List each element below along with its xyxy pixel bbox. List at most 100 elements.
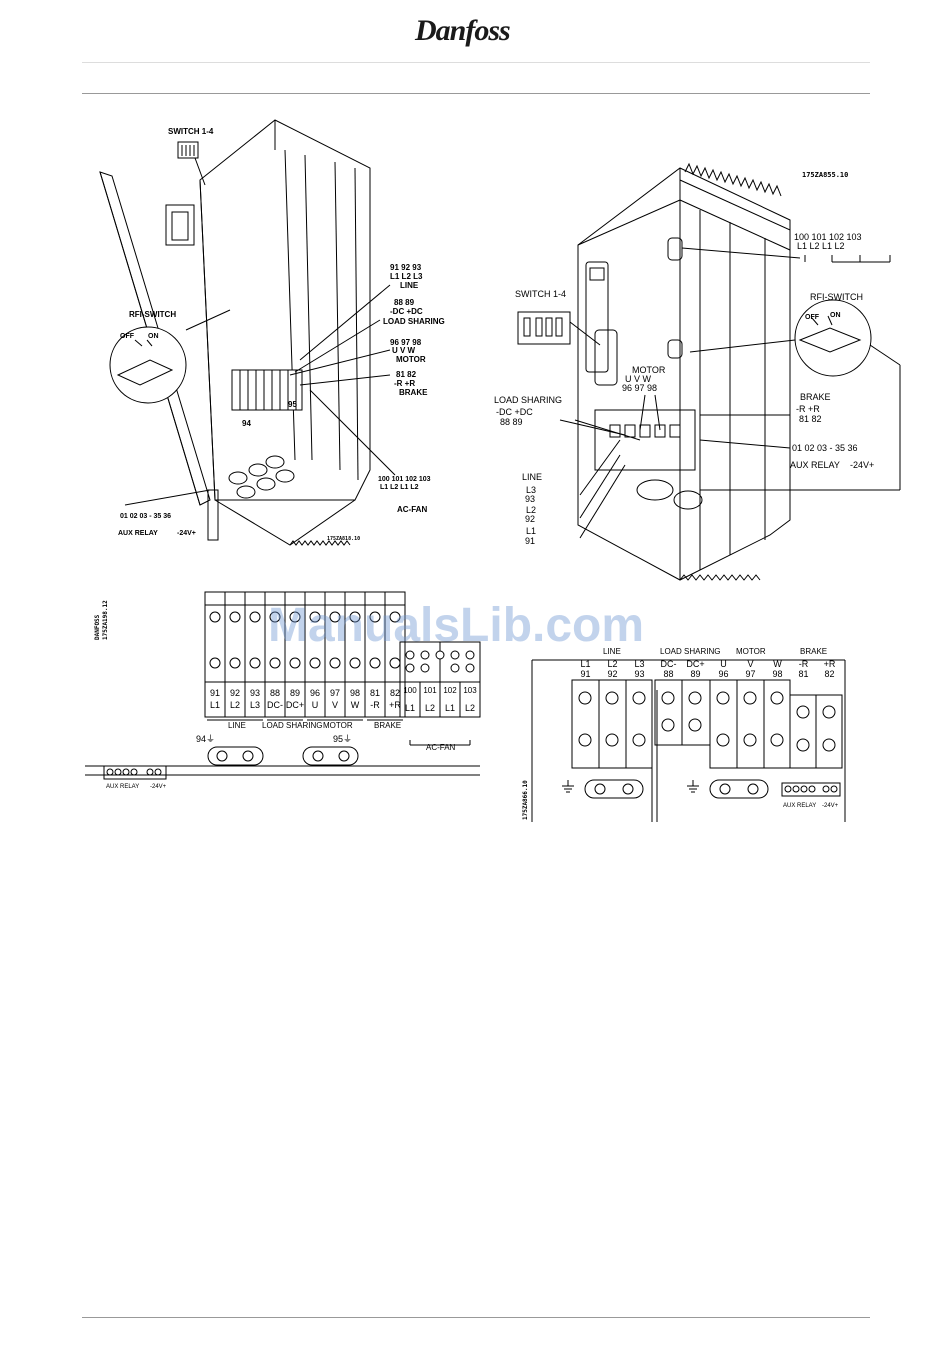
right-on-label: ON — [830, 312, 841, 319]
right-switch-label: SWITCH 1-4 — [515, 289, 567, 299]
right-grp-ls: LOAD SHARING — [660, 647, 721, 656]
right-terminal-diagram — [531, 659, 846, 822]
left-rfi-label: RFI-SWITCH — [129, 310, 177, 319]
left-term-code2: 175ZA198.12 — [102, 600, 109, 640]
left-on-label: ON — [148, 333, 159, 340]
right-fan-phases: L1 L2 L1 L2 — [797, 241, 845, 251]
right-l3-label: L3 — [526, 485, 537, 495]
left-terminal-phase: DC+ — [285, 700, 305, 710]
left-24v-label: -24V+ — [177, 530, 196, 537]
left-grp-motor: MOTOR — [323, 721, 353, 730]
right-aux-relay: AUX RELAY — [783, 803, 817, 809]
left-fan-terminal-number: 102 — [443, 686, 457, 695]
right-93-label: 93 — [525, 494, 536, 504]
left-gnd94-label: 94 — [242, 419, 251, 428]
right-motor-uvw: U V W — [625, 374, 651, 384]
left-ls-label: LOAD SHARING — [383, 317, 445, 326]
right-off-label: OFF — [805, 314, 819, 321]
left-gnd95-label: 95 — [288, 400, 297, 409]
right-terminal-number: 82 — [824, 669, 835, 679]
left-terminal-phase: W — [350, 700, 360, 710]
left-24v: -24V+ — [150, 784, 167, 790]
right-terminal-phase: V — [747, 659, 754, 669]
left-fan-terminal-number: 101 — [423, 686, 437, 695]
right-terminal-number: 89 — [690, 669, 701, 679]
right-terminal-number: 98 — [772, 669, 783, 679]
left-terminal-number: 98 — [349, 688, 360, 698]
left-line-label: LINE — [400, 281, 419, 290]
right-terminal-number: 88 — [663, 669, 674, 679]
left-g94: 94⏚ — [196, 734, 216, 744]
left-terminal-number: 92 — [229, 688, 240, 698]
right-terminal-phase: L1 — [580, 659, 591, 669]
footer-rule — [82, 1317, 870, 1318]
right-terminal-phase: L3 — [634, 659, 645, 669]
left-aux-nums: 01 02 03 - 35 36 — [120, 513, 171, 520]
left-terminal-number: 88 — [269, 688, 280, 698]
right-unit-body — [577, 167, 791, 581]
right-terminal-phase: U — [720, 659, 727, 669]
right-aux-nums: 01 02 03 - 35 36 — [792, 443, 858, 453]
right-terminal-number: 92 — [607, 669, 618, 679]
left-term-code1: DANFOSS — [94, 614, 101, 640]
right-91-label: 91 — [525, 536, 536, 546]
left-ls-nums: 88 89 — [394, 298, 415, 307]
left-fan-terminal-phase: L2 — [424, 703, 435, 713]
left-terminal-phase: U — [311, 700, 319, 710]
left-fan-terminal-number: 103 — [463, 686, 477, 695]
right-grp-line: LINE — [603, 647, 621, 656]
left-motor-label: MOTOR — [396, 355, 426, 364]
left-terminal-number: 96 — [309, 688, 320, 698]
left-motor-uvw: U V W — [392, 346, 416, 355]
left-fan-terminal-phase: L1 — [444, 703, 455, 713]
right-terminal-phase: +R — [823, 659, 836, 669]
right-terminal-phase: W — [773, 659, 782, 669]
right-grp-brake: BRAKE — [800, 647, 828, 656]
left-line-nums: 91 92 93 — [390, 263, 422, 272]
right-ls-label: LOAD SHARING — [494, 395, 563, 405]
left-terminal-phase: L3 — [249, 700, 260, 710]
right-motor-nums: 96 97 98 — [622, 383, 658, 393]
left-brake-nums: 81 82 — [396, 370, 417, 379]
right-brake-label: BRAKE — [800, 392, 831, 402]
right-ls-nums: 88 89 — [500, 417, 523, 427]
right-fig-code: 175ZA855.10 — [802, 171, 849, 179]
left-fan-terminal-phase: L1 — [404, 703, 415, 713]
right-terminal-number: 96 — [718, 669, 729, 679]
left-brake-label: BRAKE — [399, 388, 428, 397]
left-motor-nums: 96 97 98 — [390, 338, 422, 347]
right-line-label: LINE — [522, 472, 543, 482]
right-terminal-phase: L2 — [607, 659, 618, 669]
right-terminal-phase: -R — [798, 659, 809, 669]
right-fan-nums: 100 101 102 103 — [794, 232, 862, 242]
left-terminal-phase: +R — [389, 700, 401, 710]
left-terminal-phase: V — [331, 700, 338, 710]
right-motor-label: MOTOR — [632, 365, 666, 375]
left-switch-block — [177, 141, 199, 159]
left-g95: 95⏚ — [333, 734, 353, 744]
left-grp-brake: BRAKE — [374, 721, 402, 730]
left-terminal-phase: -R — [370, 700, 380, 710]
left-switch-label: SWITCH 1-4 — [168, 127, 214, 136]
left-terminal-number: 89 — [289, 688, 300, 698]
left-terminal-number: 82 — [389, 688, 400, 698]
left-terminal-number: 93 — [249, 688, 260, 698]
right-ls-pol: -DC +DC — [496, 407, 533, 417]
right-term-code: 175ZA866.10 — [522, 780, 529, 820]
watermark: ManualsLib.com — [268, 599, 645, 652]
left-unit-body — [199, 119, 371, 501]
left-acfan-label: AC-FAN — [397, 505, 428, 514]
left-terminal-number: 97 — [329, 688, 340, 698]
right-l2-label: L2 — [526, 505, 537, 515]
right-terminal-number: 93 — [634, 669, 645, 679]
left-terminal-phase: DC- — [267, 700, 283, 710]
right-l1-label: L1 — [526, 526, 537, 536]
right-terminal-number: 91 — [580, 669, 591, 679]
left-grp-fan: AC-FAN — [426, 743, 456, 752]
right-switch-callout — [517, 311, 571, 345]
right-aux-label: AUX RELAY — [790, 460, 840, 470]
left-grp-ls: LOAD SHARING — [262, 721, 323, 730]
left-ls-pol: -DC +DC — [390, 307, 423, 316]
left-fan-phases: L1 L2 L1 L2 — [380, 484, 419, 491]
